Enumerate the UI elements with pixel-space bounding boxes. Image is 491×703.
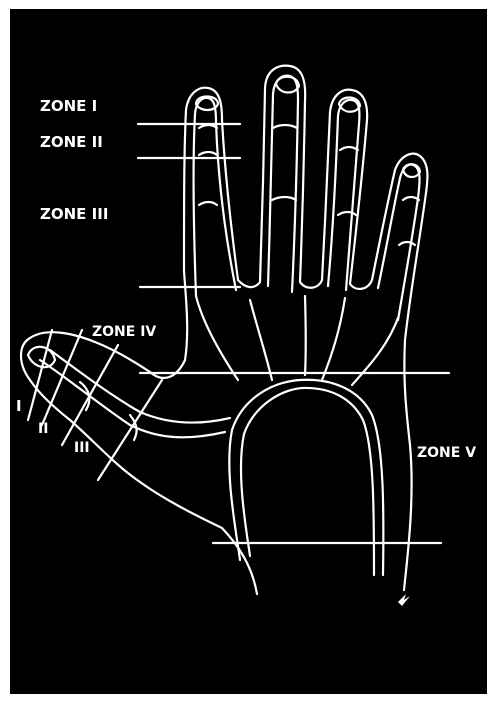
palm-tendon xyxy=(305,296,306,375)
zone-5-label: ZONE V xyxy=(417,445,476,461)
thumb-zone-1-label: I xyxy=(16,397,22,415)
zone-1-label: ZONE I xyxy=(40,97,97,115)
zone-4-label: ZONE IV xyxy=(92,324,156,340)
thumb-zone-2-label: II xyxy=(38,421,48,437)
zone-2-label: ZONE II xyxy=(40,133,103,151)
zone-3-label: ZONE III xyxy=(40,205,108,223)
thumb-zone-3-label: III xyxy=(74,440,90,456)
